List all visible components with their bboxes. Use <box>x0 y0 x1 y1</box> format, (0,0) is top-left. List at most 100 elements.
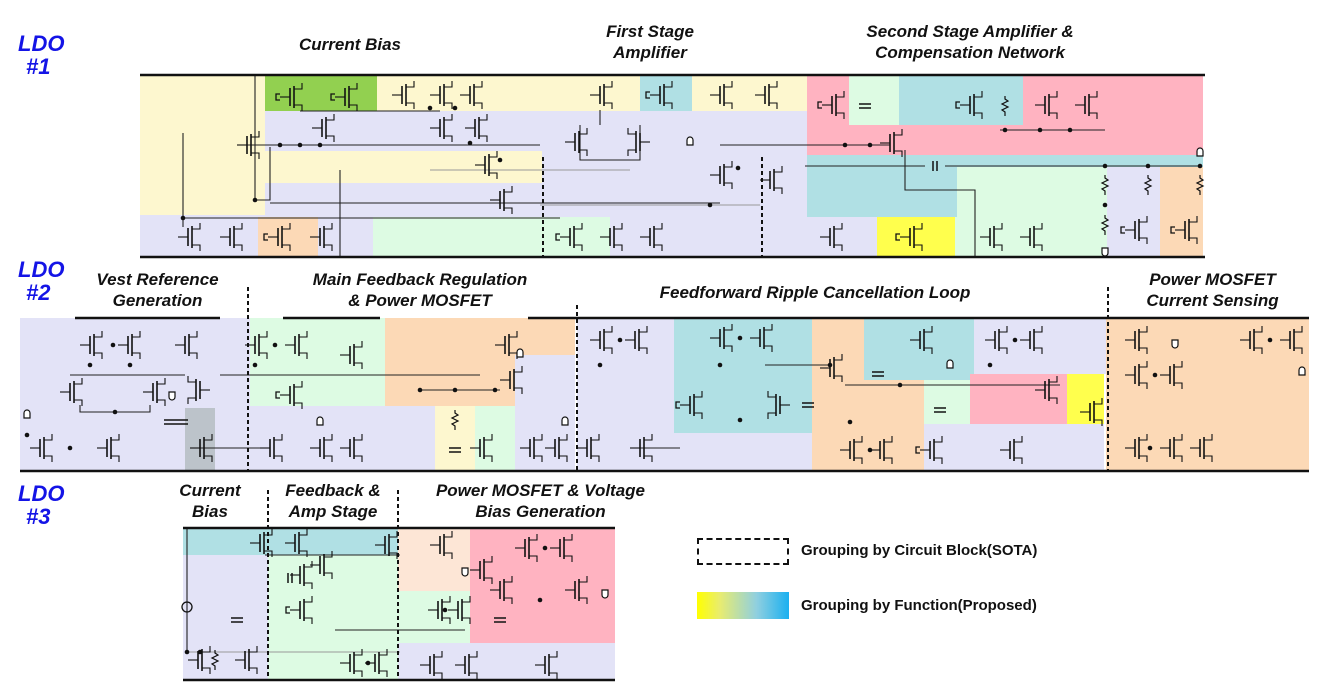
mosfet-icon <box>600 223 623 251</box>
mosfet-icon <box>577 434 600 462</box>
region-peach <box>1160 167 1203 257</box>
region-lavender <box>375 183 542 217</box>
region-lavender <box>674 433 812 471</box>
mosfet-icon <box>1160 434 1183 462</box>
region-teal <box>640 75 692 111</box>
ldo3-label: LDO #3 <box>18 482 64 528</box>
junction-dot <box>1002 127 1008 133</box>
junction-dot <box>542 545 548 551</box>
mosfet-icon <box>750 324 773 352</box>
heading-line: Feedback & <box>285 481 381 500</box>
mosfet-icon <box>365 649 388 677</box>
junction-dot <box>452 387 458 393</box>
heading-line: Amplifier <box>613 43 687 62</box>
mosfet-icon <box>985 326 1008 354</box>
mosfet-icon <box>263 223 291 251</box>
mosfet-icon <box>475 151 498 179</box>
region-lavender <box>542 111 807 217</box>
legend-dashed-box-swatch <box>697 538 789 565</box>
junction-dot <box>492 387 498 393</box>
region-mint <box>540 217 610 257</box>
mosfet-icon <box>545 434 568 462</box>
region-mint <box>955 217 1000 257</box>
mosfet-icon <box>710 324 733 352</box>
region-lavender <box>265 183 375 217</box>
junction-dot <box>184 649 190 655</box>
region-lavender <box>140 215 265 257</box>
mosfet-icon <box>755 81 778 109</box>
junction-dot <box>1102 202 1108 208</box>
mosfet-icon <box>535 651 558 679</box>
region-lavender <box>577 318 674 471</box>
mosfet-icon <box>428 596 451 624</box>
mosfet-icon <box>840 436 863 464</box>
ldo1-label-text: LDO <box>18 31 65 56</box>
mosfet-icon <box>1190 434 1213 462</box>
mosfet-icon <box>627 128 650 156</box>
capacitor-icon <box>287 573 293 583</box>
resistor-icon <box>1100 215 1110 235</box>
region-peach <box>258 217 318 257</box>
functional-regions <box>20 75 1309 680</box>
ldo1-heading-second-stage: Second Stage Amplifier & Compensation Ne… <box>820 21 1120 63</box>
region-pink <box>1023 75 1203 155</box>
mosfet-icon <box>550 534 573 562</box>
junction-dot <box>442 607 448 613</box>
mosfet-icon <box>187 376 210 404</box>
mosfet-icon <box>555 223 583 251</box>
mosfet-icon <box>1160 361 1183 389</box>
region-bright_yellow <box>1067 374 1104 424</box>
region-mint <box>268 555 398 680</box>
junction-dot <box>417 387 423 393</box>
current-source-icon <box>181 601 193 613</box>
pin-icon <box>516 348 524 358</box>
junction-dot <box>1037 127 1043 133</box>
junction-dot <box>297 142 303 148</box>
junction-dot <box>1267 337 1273 343</box>
region-lavender <box>1107 167 1162 257</box>
block-dividers <box>247 157 1109 680</box>
pin-icon <box>946 359 954 369</box>
junction-dot <box>317 142 323 148</box>
junction-dot <box>24 432 30 438</box>
mosfet-icon <box>710 81 733 109</box>
mosfet-icon <box>30 434 53 462</box>
region-pink <box>849 125 1023 155</box>
region-teal <box>807 155 957 217</box>
mosfet-icon <box>455 651 478 679</box>
region-mint <box>924 380 970 424</box>
pin-icon <box>1298 366 1306 376</box>
junction-dot <box>277 142 283 148</box>
junction-dot <box>1145 163 1151 169</box>
mosfet-icon <box>285 596 313 624</box>
region-peach <box>864 380 924 471</box>
region-peach <box>1106 318 1309 471</box>
heading-line: Current Bias <box>298 35 402 54</box>
legend-function-label: Grouping by Function(Proposed) <box>801 597 1037 614</box>
resistor-icon <box>450 410 460 430</box>
junction-dot <box>707 202 713 208</box>
mosfet-icon <box>1280 326 1303 354</box>
mosfet-icon <box>515 534 538 562</box>
pin-icon <box>1171 339 1179 349</box>
mosfet-icon <box>178 223 201 251</box>
mosfet-icon <box>275 381 303 409</box>
heading-line: Compensation Network <box>875 43 1065 62</box>
junction-dot <box>1012 337 1018 343</box>
heading-line: Current Sensing <box>1146 291 1279 310</box>
junction-dot <box>452 105 458 111</box>
mosfet-icon <box>817 91 845 119</box>
mosfet-icon <box>1125 434 1148 462</box>
junction-dot <box>127 362 133 368</box>
pin-icon <box>561 416 569 426</box>
mosfet-icon <box>980 223 1003 251</box>
region-mint <box>849 75 899 125</box>
mosfet-icon <box>237 131 260 159</box>
region-peach <box>812 318 864 471</box>
junction-dot <box>735 165 741 171</box>
ldo1-label: LDO #1 <box>18 32 64 78</box>
ldo1-heading-first-stage: First Stage Amplifier <box>555 21 745 63</box>
mosfet-icon <box>490 186 513 214</box>
resistor-icon <box>1000 96 1010 116</box>
heading-line: Bias <box>192 502 228 521</box>
